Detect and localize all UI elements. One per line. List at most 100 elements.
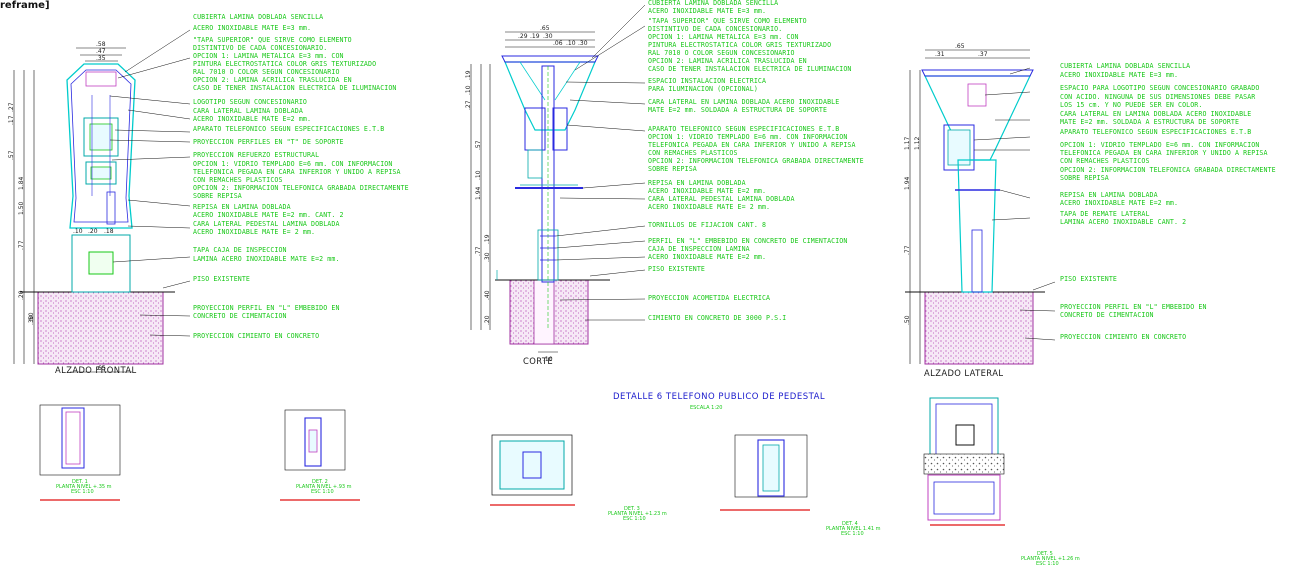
- dimension-label: .57: [8, 150, 15, 160]
- side-note: PISO EXISTENTE: [1060, 275, 1117, 283]
- dimension-label: .27: [8, 102, 15, 112]
- dimension-label: .06: [553, 40, 563, 47]
- dimension-label: .10: [73, 228, 83, 235]
- plan-scale: ESC 1:10: [311, 489, 334, 495]
- dimension-label: 1.17: [904, 136, 911, 150]
- side-note: CONCRETO DE CIMENTACION: [1060, 311, 1154, 319]
- dimension-label: 1.50: [18, 201, 25, 215]
- plan-title: PLANTA NIVEL +1.26 m: [1021, 556, 1080, 562]
- side-note: ACERO INOXIDABLE MATE E=2 mm.: [1060, 199, 1178, 207]
- front-note: PROYECCION PERFILES EN "T" DE SOPORTE: [193, 138, 344, 146]
- section-note: PISO EXISTENTE: [648, 265, 705, 273]
- front-note: ACERO INOXIDABLE MATE E=2 mm.: [193, 115, 311, 123]
- plan-caption: DET. 4: [842, 521, 858, 527]
- front-note: LAMINA ACERO INOXIDABLE MATE E=2 mm.: [193, 255, 340, 263]
- front-note: REPISA EN LAMINA DOBLADA: [193, 203, 291, 211]
- dimension-label: .77: [904, 245, 911, 255]
- plan-scale: ESC 1:10: [623, 516, 646, 522]
- section-note: PERFIL EN "L" EMBEBIDO EN CONCRETO DE CI…: [648, 237, 847, 245]
- section-note: ACERO INOXIDABLE MATE E=2 mm.: [648, 187, 766, 195]
- front-note: RAL 7010 O COLOR SEGUN CONCESIONARIO: [193, 68, 340, 76]
- front-note: TELEFONICA PEGADA EN CARA INFERIOR Y UNI…: [193, 168, 401, 176]
- front-note: LOGOTIPO SEGUN CONCESIONARIO: [193, 98, 307, 106]
- side-note: ACERO INOXIDABLE MATE E=3 mm.: [1060, 71, 1178, 79]
- front-note: OPCION 1: VIDRIO TEMPLADO E=6 mm. CON IN…: [193, 160, 392, 168]
- dimension-label: .31: [935, 51, 945, 58]
- plan-scale: ESC 1:10: [1036, 561, 1059, 567]
- front-note: PINTURA ELECTROSTATICA COLOR GRIS TEXTUR…: [193, 60, 376, 68]
- section-note: CUBIERTA LAMINA DOBLADA SENCILLA: [648, 0, 778, 7]
- section-note: PINTURA ELECTROSTATICA COLOR GRIS TEXTUR…: [648, 41, 831, 49]
- side-note: PROYECCION CIMIENTO EN CONCRETO: [1060, 333, 1186, 341]
- dimension-label: .20: [484, 315, 491, 325]
- front-note: CARA LATERAL LAMINA DOBLADA: [193, 107, 303, 115]
- section-note: CIMIENTO EN CONCRETO DE 3000 P.S.I: [648, 314, 786, 322]
- dimension-label: .65: [96, 365, 106, 372]
- front-elevation: [13, 29, 191, 373]
- dimension-label: .30: [28, 315, 35, 325]
- section-note: SOBRE REPISA: [648, 165, 697, 173]
- plan-details: [39, 397, 1005, 526]
- dimension-label: .10: [465, 85, 472, 95]
- side-note: CON ACIDO. NINGUNA DE SUS DIMENSIONES DE…: [1060, 93, 1255, 101]
- dimension-label: .20: [18, 290, 25, 300]
- section-note: PROYECCION ACOMETIDA ELECTRICA: [648, 294, 770, 302]
- dimension-labels: .58.47.35.27.17.571.841.50.77.20.30.50.6…: [8, 25, 988, 372]
- dimension-label: .18: [104, 228, 114, 235]
- front-note: APARATO TELEFONICO SEGUN ESPECIFICACIONE…: [193, 125, 384, 133]
- side-note: SOBRE REPISA: [1060, 174, 1109, 182]
- front-note: SOBRE REPISA: [193, 192, 242, 200]
- front-note: PROYECCION REFUERZO ESTRUCTURAL: [193, 151, 319, 159]
- plan-caption: DET. 2: [312, 479, 328, 485]
- frame-label: reframe]: [0, 0, 50, 11]
- side-note: ESPACIO PARA LOGOTIPO SEGUN CONCESIONARI…: [1060, 84, 1259, 92]
- section-note: REPISA EN LAMINA DOBLADA: [648, 179, 746, 187]
- section-view: [470, 4, 646, 353]
- caption-side: ALZADO LATERAL: [924, 368, 1003, 378]
- section-note: OPCION 2: INFORMACION TELEFONICA GRABADA…: [648, 157, 864, 165]
- dimension-label: .19: [530, 33, 540, 40]
- section-note: CARA LATERAL EN LAMINA DOBLADA ACERO INO…: [648, 98, 839, 106]
- front-note: PROYECCION CIMIENTO EN CONCRETO: [193, 332, 319, 340]
- side-note: LOS 15 cm. Y NO PUEDE SER EN COLOR.: [1060, 101, 1202, 109]
- dimension-label: .65: [540, 25, 550, 32]
- dimension-label: .77: [18, 240, 25, 250]
- dimension-label: .50: [28, 312, 35, 322]
- side-elevation: [905, 49, 1056, 365]
- dimension-label: .30: [484, 252, 491, 262]
- section-note: ACERO INOXIDABLE MATE E=3 mm.: [648, 7, 766, 15]
- plan-scale: ESC 1:10: [841, 531, 864, 537]
- front-note: CARA LATERAL PEDESTAL LAMINA DOBLADA: [193, 220, 340, 228]
- side-note: CARA LATERAL EN LAMINA DOBLADA ACERO INO…: [1060, 110, 1251, 118]
- dimension-label: .30: [578, 40, 588, 47]
- dimension-label: .30: [543, 33, 553, 40]
- section-note: MATE E=2 mm. SOLDADA A ESTRUCTURA DE SOP…: [648, 106, 827, 114]
- front-note: OPCION 2: LAMINA ACRILICA TRASLUCIDA EN: [193, 76, 352, 84]
- dimension-label: .35: [96, 55, 106, 62]
- front-note: ACERO INOXIDABLE MATE E=2 mm. CANT. 2: [193, 211, 344, 219]
- section-note: ACERO INOXIDABLE MATE E=2 mm.: [648, 253, 766, 261]
- front-note: PROYECCION PERFIL EN "L" EMBEBIDO EN: [193, 304, 340, 312]
- dimension-label: .65: [955, 43, 965, 50]
- section-note: OPCION 2: LAMINA ACRILICA TRASLUCIDA EN: [648, 57, 807, 65]
- dimension-label: .20: [88, 228, 98, 235]
- dimension-label: .27: [465, 100, 472, 110]
- plan-caption: DET. 3: [624, 506, 640, 512]
- side-note: LAMINA ACERO INOXIDABLE CANT. 2: [1060, 218, 1186, 226]
- dimension-label: .29: [518, 33, 528, 40]
- dimension-label: .40: [484, 290, 491, 300]
- dimension-label: .19: [484, 234, 491, 244]
- front-note: ACERO INOXIDABLE MATE E= 2 mm.: [193, 228, 315, 236]
- section-note: CASO DE TENER INSTALACION ELECTRICA DE I…: [648, 65, 852, 73]
- dimension-label: 1.94: [904, 176, 911, 190]
- front-note: TAPA CAJA DE INSPECCION: [193, 246, 287, 254]
- plan-title: PLANTA NIVEL 1.41 m: [826, 526, 881, 532]
- plan-caption: DET. 5: [1037, 551, 1053, 557]
- side-note: MATE E=2 mm. SOLDADA A ESTRUCTURA DE SOP…: [1060, 118, 1239, 126]
- section-note: TELEFONICA PEGADA EN CARA INFERIOR Y UNI…: [648, 141, 856, 149]
- plan-title: PLANTA NIVEL +1.23 m: [608, 511, 667, 517]
- side-note: APARATO TELEFONICO SEGUN ESPECIFICACIONE…: [1060, 128, 1251, 136]
- side-note: OPCION 2: INFORMACION TELEFONICA GRABADA…: [1060, 166, 1276, 174]
